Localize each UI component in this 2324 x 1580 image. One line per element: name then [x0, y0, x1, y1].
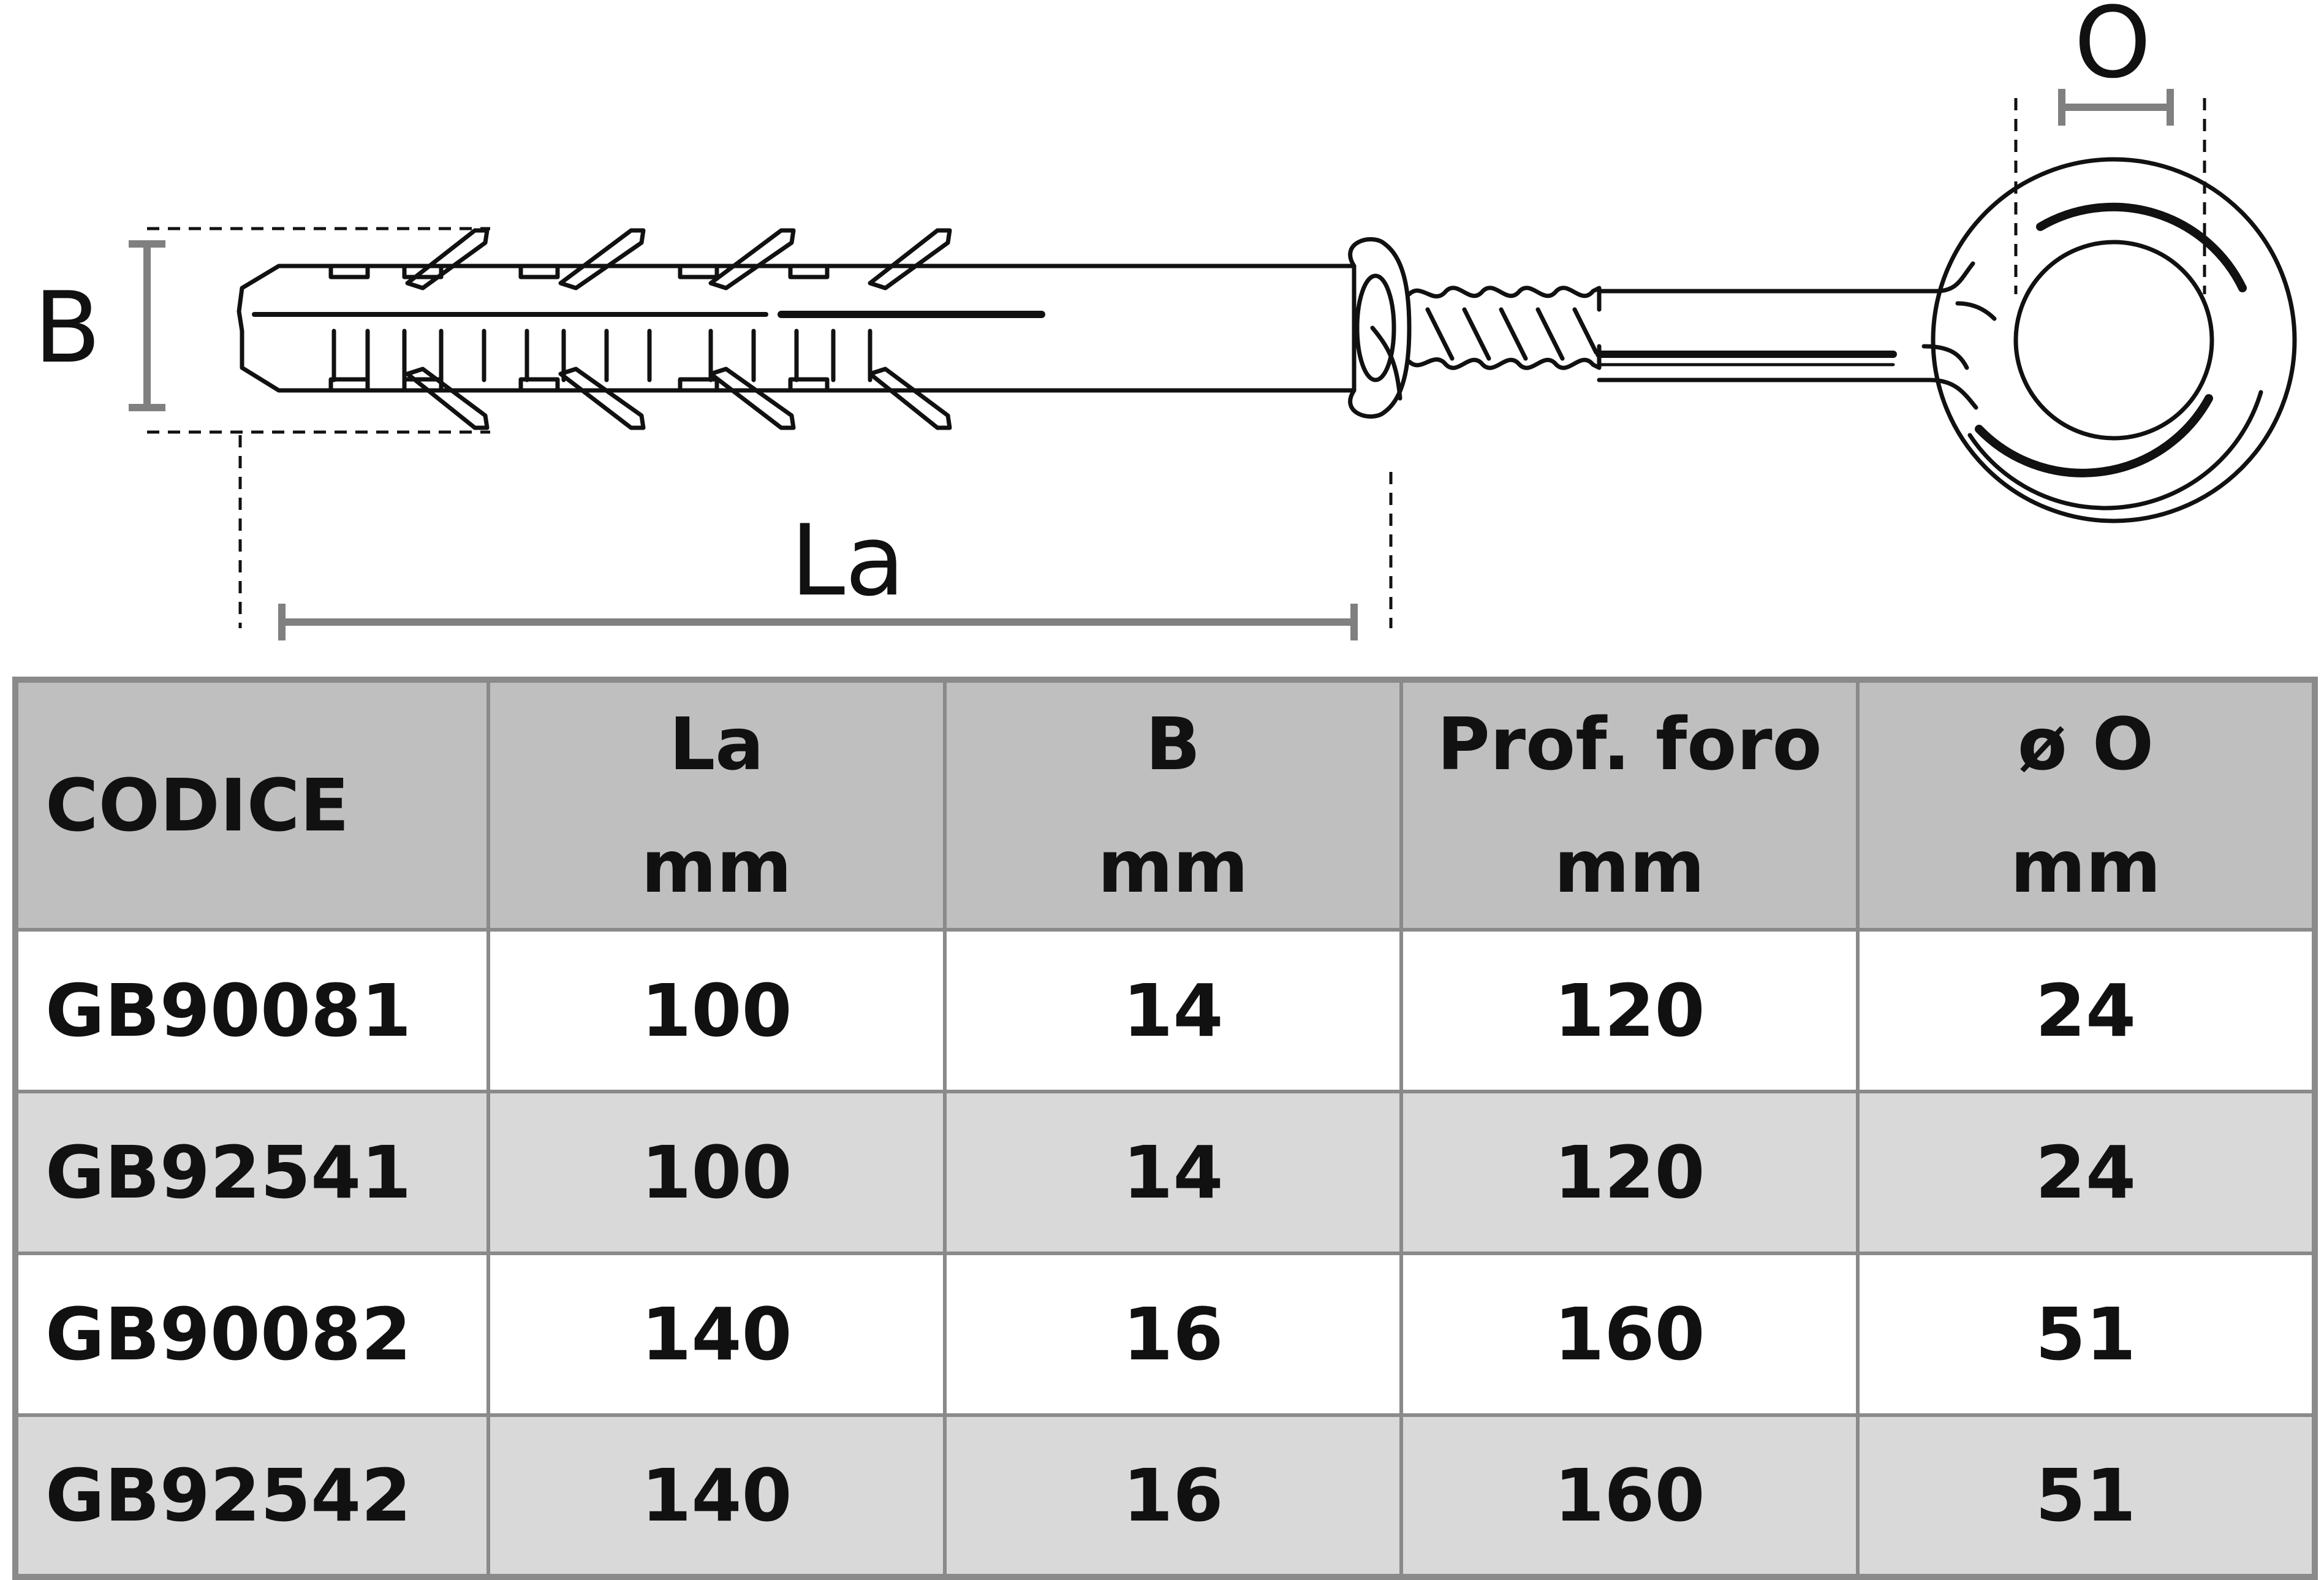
b-extension-lines — [147, 227, 490, 434]
cell-b: 14 — [943, 1090, 1403, 1255]
screw-thread — [1407, 286, 1602, 312]
cell-la: 100 — [486, 1090, 947, 1255]
table-row: GB90082 140 16 160 51 — [13, 1251, 2317, 1417]
cell-la: 100 — [486, 928, 947, 1093]
o-extension-lines — [2014, 98, 2206, 294]
cell-prof-foro: 160 — [1399, 1413, 1860, 1579]
b-dimension-label: B — [34, 270, 101, 385]
cell-codice: GB90081 — [13, 928, 490, 1093]
cell-b: 16 — [943, 1413, 1403, 1579]
cell-prof-foro: 120 — [1399, 928, 1860, 1093]
cell-b: 14 — [943, 928, 1403, 1093]
cell-la: 140 — [486, 1251, 947, 1417]
cell-diameter-o: 24 — [1856, 928, 2317, 1093]
o-dimension-label: O — [2074, 0, 2151, 100]
table-row: GB90081 100 14 120 24 — [13, 928, 2317, 1093]
table-header-row: CODICE La mm B mm Prof. foro mm ø O mm — [13, 678, 2317, 932]
plug-bottom-barbs — [405, 367, 952, 430]
col-header-prof-foro: Prof. foro mm — [1399, 678, 1860, 932]
col-header-diameter-o: ø O mm — [1856, 678, 2317, 932]
col-header-la: La mm — [486, 678, 947, 932]
specification-table: CODICE La mm B mm Prof. foro mm ø O mm G… — [12, 677, 2318, 1580]
plug-top-notches — [328, 264, 830, 279]
la-extension-lines — [238, 435, 1393, 628]
cell-codice: GB92542 — [13, 1413, 490, 1579]
cell-la: 140 — [486, 1413, 947, 1579]
col-header-codice: CODICE — [13, 678, 490, 932]
cell-prof-foro: 120 — [1399, 1090, 1860, 1255]
eye-ring-outer — [1931, 157, 2297, 523]
wall-plug-outline — [237, 264, 1357, 393]
cell-diameter-o: 24 — [1856, 1090, 2317, 1255]
plug-top-barbs — [405, 228, 952, 291]
la-dimension-line — [278, 604, 1358, 640]
cell-diameter-o: 51 — [1856, 1251, 2317, 1417]
eye-bolt-anchor-diagram: B La O — [34, 0, 2297, 640]
plug-rib-lines — [331, 329, 872, 382]
cell-b: 16 — [943, 1251, 1403, 1417]
la-dimension-label: La — [790, 503, 905, 618]
table-row: GB92541 100 14 120 24 — [13, 1090, 2317, 1255]
col-header-b: B mm — [943, 678, 1403, 932]
collar-hole — [1355, 273, 1396, 382]
cell-codice: GB90082 — [13, 1251, 490, 1417]
cell-codice: GB92541 — [13, 1090, 490, 1255]
cell-diameter-o: 51 — [1856, 1413, 2317, 1579]
eye-shank — [1597, 261, 1978, 410]
cell-prof-foro: 160 — [1399, 1251, 1860, 1417]
o-dimension-line — [2058, 89, 2174, 126]
b-dimension-line — [129, 240, 165, 411]
table-row: GB92542 140 16 160 51 — [13, 1413, 2317, 1579]
plug-collar — [1348, 237, 1412, 419]
plug-bottom-notches — [328, 377, 830, 393]
eye-ring-inner — [2013, 240, 2214, 441]
